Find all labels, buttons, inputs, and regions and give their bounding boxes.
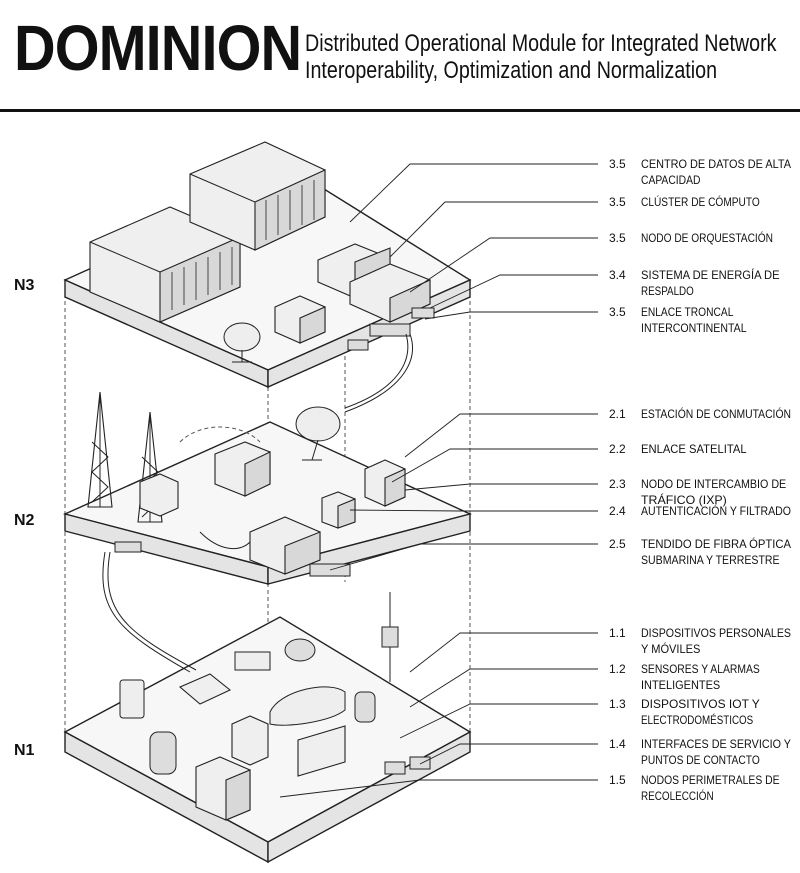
compute-cluster xyxy=(317,243,431,323)
leader-lines xyxy=(279,163,598,798)
legend-number: 2.5 xyxy=(609,537,626,551)
perimeter-nodes xyxy=(384,756,431,775)
level-n3-label: N3 xyxy=(14,277,35,294)
backbone-connectors-n3 xyxy=(344,307,435,413)
laptop-icon xyxy=(178,673,232,705)
legend-number: 2.3 xyxy=(609,477,626,491)
auth-filter-node xyxy=(139,473,356,529)
fiber-cable xyxy=(102,551,197,673)
legend-number: 3.5 xyxy=(609,231,626,245)
legend-number: 3.5 xyxy=(609,195,626,209)
subtitle-line-2: Interoperability, Optimization and Norma… xyxy=(305,57,718,84)
legend-label: NODO DE ORQUESTACIÓN xyxy=(641,230,773,245)
legend-number: 1.4 xyxy=(609,737,626,751)
legend-label: INTERCONTINENTAL xyxy=(641,321,747,335)
legend-label: NODO DE INTERCAMBIO DE xyxy=(641,477,786,491)
network-layers-diagram: N3 N2 N1 3.5 CENTRO DE DATOS DE ALTA CAPAC… xyxy=(14,141,791,864)
legend-number: 2.1 xyxy=(609,407,626,421)
legend-label: AUTENTICACIÓN Y FILTRADO xyxy=(641,503,791,518)
brand-title: DOMINION xyxy=(14,12,302,84)
legend-number: 1.5 xyxy=(609,773,626,787)
legend-number: 3.5 xyxy=(609,305,626,319)
legend-number: 2.2 xyxy=(609,442,626,456)
legend-label: TRÁFICO (IXP) xyxy=(641,492,727,507)
legend-label: INTERFACES DE SERVICIO Y xyxy=(641,737,791,751)
smart-sensors xyxy=(284,592,399,682)
legend-label: DISPOSITIVOS PERSONALES xyxy=(641,626,791,640)
legend-label: SISTEMA DE ENERGÍA DE xyxy=(641,267,780,282)
legend-label: Y MÓVILES xyxy=(641,641,700,656)
legend-label: CAPACIDAD xyxy=(641,173,701,187)
router-icon xyxy=(234,651,271,671)
legend-number: 1.1 xyxy=(609,626,626,640)
personal-devices xyxy=(119,673,376,775)
level-n1-label: N1 xyxy=(14,742,35,759)
satellite-dish-n3 xyxy=(223,322,261,363)
smart-speaker-icon xyxy=(149,731,177,775)
legend-label: DISPOSITIVOS IOT Y xyxy=(641,697,760,711)
legend-number: 2.4 xyxy=(609,504,626,518)
car-icon xyxy=(269,686,346,726)
monitor-icon xyxy=(297,725,346,777)
level-n2-label: N2 xyxy=(14,512,35,529)
legend-number: 3.4 xyxy=(609,268,626,282)
header: DOMINION Distributed Operational Module … xyxy=(0,0,800,112)
subtitle-line-1: Distributed Operational Module for Integ… xyxy=(305,30,777,57)
legend-label: CLÚSTER DE CÓMPUTO xyxy=(641,194,760,209)
satellite-dish-n2 xyxy=(295,406,341,461)
legend-label: RESPALDO xyxy=(641,284,694,298)
legend-label: SUBMARINA Y TERRESTRE xyxy=(641,553,780,567)
legend-label: CENTRO DE DATOS DE ALTA xyxy=(641,157,791,171)
legend-label: PUNTOS DE CONTACTO xyxy=(641,753,760,767)
legend-label: NODOS PERIMETRALES DE xyxy=(641,773,780,787)
service-terminals xyxy=(195,756,251,821)
legend-label: ENLACE SATELITAL xyxy=(641,442,747,456)
ixp-node xyxy=(364,459,406,507)
washer-icon xyxy=(231,715,269,766)
legend-label: SENSORES Y ALARMAS xyxy=(641,662,760,676)
legend-label: TENDIDO DE FIBRA ÓPTICA xyxy=(641,536,791,551)
iot-appliances xyxy=(231,651,346,777)
legend-label: INTELIGENTES xyxy=(641,678,720,692)
orchestration-node xyxy=(274,295,326,344)
legend-label: ENLACE TRONCAL xyxy=(641,305,734,319)
camera-icon xyxy=(284,638,316,662)
tablet-icon xyxy=(119,679,145,719)
legend-number: 3.5 xyxy=(609,157,626,171)
wearable-icon xyxy=(354,691,376,723)
legend-label: ELECTRODOMÉSTICOS xyxy=(641,712,753,727)
legend-number: 1.3 xyxy=(609,697,626,711)
plate-n3 xyxy=(63,173,472,389)
legend-label: RECOLECCIÓN xyxy=(641,788,714,803)
legend-number: 1.2 xyxy=(609,662,626,676)
cell-towers xyxy=(87,391,163,523)
brand-subtitle: Distributed Operational Module for Integ… xyxy=(305,30,776,84)
legend-label: ESTACIÓN DE CONMUTACIÓN xyxy=(641,406,791,421)
data-center-buildings xyxy=(89,141,326,323)
